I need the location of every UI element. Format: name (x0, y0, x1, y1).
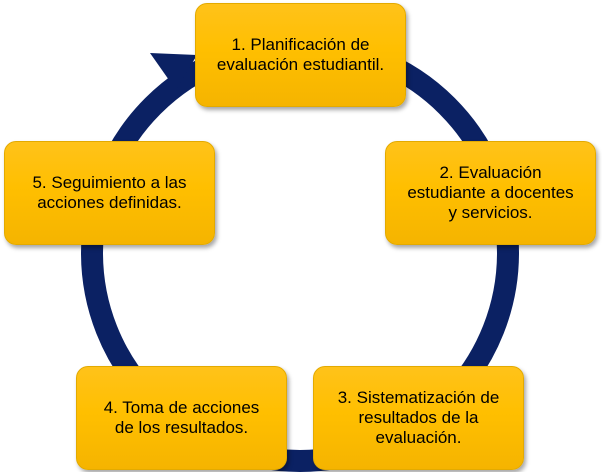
step-3-label: 3. Sistematización de resultados de la e… (337, 388, 500, 447)
step-4-box: 4. Toma de acciones de los resultados. (76, 366, 287, 470)
step-5-box: 5. Seguimiento a las acciones definidas. (4, 141, 215, 245)
step-4-label: 4. Toma de acciones de los resultados. (103, 398, 260, 437)
step-2-label: 2. Evaluación estudiante a docentes y se… (407, 163, 574, 222)
cycle-arrowhead-icon (150, 53, 197, 90)
step-1-label: 1. Planificación de evaluación estudiant… (216, 35, 385, 74)
step-3-box: 3. Sistematización de resultados de la e… (313, 366, 524, 470)
step-1-box: 1. Planificación de evaluación estudiant… (195, 3, 406, 107)
step-2-box: 2. Evaluación estudiante a docentes y se… (385, 141, 596, 245)
step-5-label: 5. Seguimiento a las acciones definidas. (32, 173, 187, 212)
